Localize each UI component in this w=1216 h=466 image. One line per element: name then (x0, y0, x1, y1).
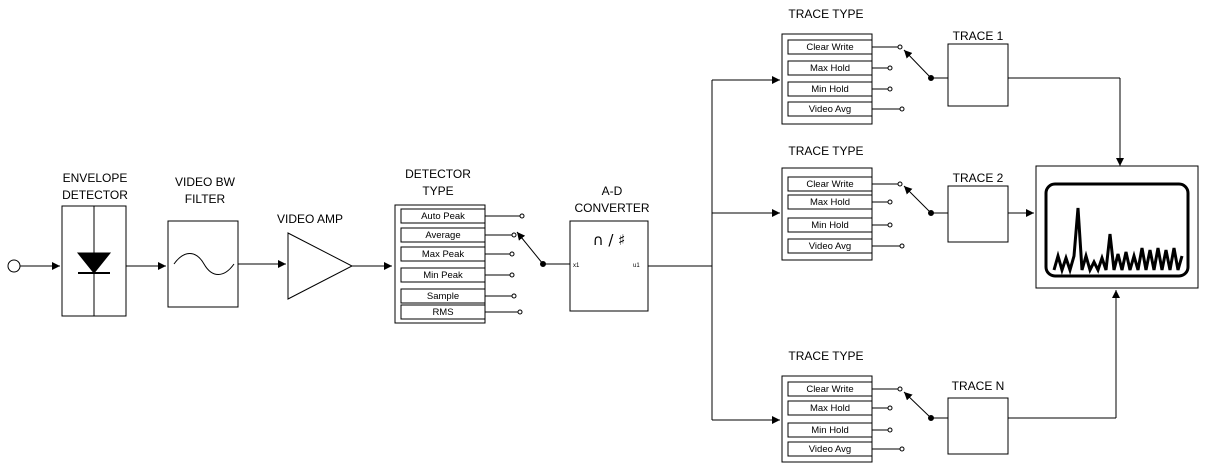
detector-option: Max Peak (422, 249, 464, 260)
trace-chain-n (781, 290, 1120, 463)
input-terminal (7, 259, 21, 273)
video-bw-filter-label-2: FILTER (185, 192, 226, 206)
diode-icon (76, 252, 112, 274)
envelope-detector-block (61, 205, 127, 317)
detector-type-label-2: TYPE (422, 184, 453, 198)
trace-label: TRACE 1 (953, 29, 1004, 43)
ad-converter-label-2: CONVERTER (574, 201, 649, 215)
trace-option: Min Hold (811, 84, 849, 95)
detector-option: Average (425, 230, 460, 241)
trace-type-label: TRACE TYPE (788, 7, 863, 21)
video-bw-filter-block (167, 220, 239, 308)
detector-option: Min Peak (423, 270, 463, 281)
trace-option: Max Hold (810, 63, 850, 74)
trace-type-box (781, 375, 873, 463)
trace-type-label: TRACE TYPE (788, 144, 863, 158)
trace-chain-1 (781, 33, 1124, 166)
envelope-detector-label-2: DETECTOR (62, 188, 128, 202)
detector-options (400, 208, 525, 320)
detector-type-label-1: DETECTOR (405, 167, 471, 181)
detector-type-box (394, 204, 486, 324)
detector-switch-arm (516, 231, 544, 265)
trace-box (947, 43, 1009, 107)
trace-option: Video Avg (809, 104, 851, 115)
trace-label: TRACE N (952, 379, 1005, 393)
detector-option: Sample (427, 291, 459, 302)
video-amp-label: VIDEO AMP (277, 212, 343, 226)
envelope-detector-label-1: ENVELOPE (63, 171, 128, 185)
spectrum-display-icon (1035, 165, 1199, 289)
trace-type-box (781, 33, 873, 125)
trace-option: Min Hold (811, 425, 849, 436)
video-bw-filter-label-1: VIDEO BW (175, 175, 236, 189)
video-amp-triangle (287, 232, 354, 300)
trace-label: TRACE 2 (953, 171, 1004, 185)
detector-option: Auto Peak (421, 211, 465, 222)
trace-option: Video Avg (809, 444, 851, 455)
detector-option: RMS (432, 307, 453, 318)
trace-box (947, 185, 1009, 243)
trace-option: Max Hold (810, 403, 850, 414)
trace-option: Min Hold (811, 220, 849, 231)
filter-wave-icon (173, 253, 235, 275)
ad-output-pin: u1 (633, 263, 640, 269)
trace-option: Max Hold (810, 197, 850, 208)
trace-type-box (781, 167, 873, 261)
trace-type-label: TRACE TYPE (788, 349, 863, 363)
trace-chain-2 (781, 167, 1034, 261)
ad-converter-label-1: A-D (602, 184, 623, 198)
ad-converter-symbol: ∩ / ♯ (593, 231, 626, 249)
trace-option: Clear Write (806, 384, 853, 395)
trace-option: Clear Write (806, 42, 853, 53)
ad-input-pin: x1 (573, 263, 580, 269)
trace-option: Clear Write (806, 179, 853, 190)
trace-option: Video Avg (809, 241, 851, 252)
trace-box (947, 397, 1009, 455)
